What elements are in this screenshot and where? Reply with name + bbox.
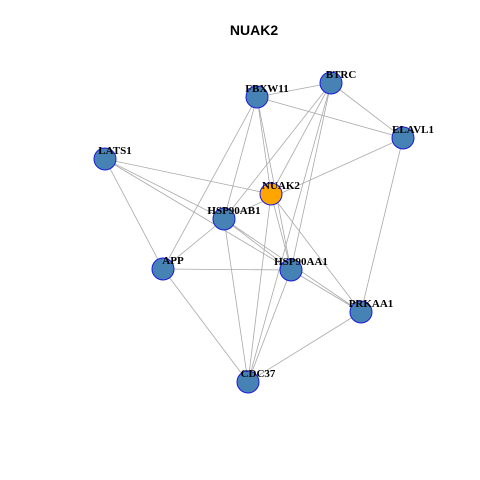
edge-hsp90ab1-cdc37 — [223, 218, 249, 383]
node-label-nuak2: NUAK2 — [262, 180, 300, 192]
edge-nuak2-cdc37 — [247, 193, 272, 383]
edge-fbxw11-hsp90ab1 — [223, 96, 258, 220]
node-label-fbxw11: FBXW11 — [245, 83, 288, 95]
node-btrc — [319, 71, 343, 95]
node-layer — [93, 71, 415, 394]
edge-app-hsp90aa1 — [162, 268, 292, 271]
node-label-cdc37: CDC37 — [241, 368, 276, 380]
node-elavl1 — [391, 126, 415, 150]
node-label-hsp90ab1: HSP90AB1 — [207, 205, 260, 217]
edge-layer — [104, 82, 404, 383]
node-label-lats1: LATS1 — [98, 145, 131, 157]
edge-hsp90ab1-app — [162, 218, 225, 270]
edge-btrc-hsp90ab1 — [223, 82, 332, 220]
node-fbxw11 — [245, 85, 269, 109]
node-lats1 — [93, 147, 117, 171]
edge-hsp90aa1-prkaa1 — [290, 269, 362, 313]
edge-hsp90ab1-hsp90aa1 — [223, 218, 292, 271]
edge-btrc-elavl1 — [330, 82, 404, 139]
edge-btrc-hsp90aa1 — [290, 82, 332, 271]
edge-fbxw11-elavl1 — [256, 96, 404, 139]
edge-btrc-cdc37 — [247, 82, 332, 383]
node-nuak2 — [259, 182, 283, 206]
node-label-app: APP — [162, 255, 184, 267]
node-label-elavl1: ELAVL1 — [392, 124, 434, 136]
edge-lats1-hsp90ab1 — [104, 158, 225, 220]
node-cdc37 — [236, 370, 260, 394]
edge-prkaa1-cdc37 — [247, 311, 362, 383]
node-hsp90aa1 — [279, 258, 303, 282]
edge-elavl1-prkaa1 — [360, 137, 404, 313]
node-prkaa1 — [349, 300, 373, 324]
node-label-hsp90aa1: HSP90AA1 — [274, 256, 328, 268]
edge-fbxw11-btrc — [256, 82, 332, 98]
edge-fbxw11-app — [162, 96, 258, 270]
edge-nuak2-hsp90aa1 — [270, 193, 292, 271]
node-label-prkaa1: PRKAA1 — [349, 298, 394, 310]
node-label-btrc: BTRC — [326, 69, 357, 81]
edge-lats1-app — [104, 158, 164, 270]
edge-elavl1-hsp90ab1 — [223, 137, 404, 220]
node-app — [151, 257, 175, 281]
edge-nuak2-prkaa1 — [270, 193, 362, 313]
edge-fbxw11-nuak2 — [256, 96, 272, 195]
node-hsp90ab1 — [212, 207, 236, 231]
edge-app-cdc37 — [162, 268, 249, 383]
edge-hsp90aa1-cdc37 — [247, 269, 292, 383]
edge-lats1-hsp90aa1 — [104, 158, 292, 271]
edge-lats1-nuak2 — [104, 158, 272, 195]
diagram-title: NUAK2 — [230, 22, 278, 38]
edge-btrc-nuak2 — [270, 82, 332, 195]
